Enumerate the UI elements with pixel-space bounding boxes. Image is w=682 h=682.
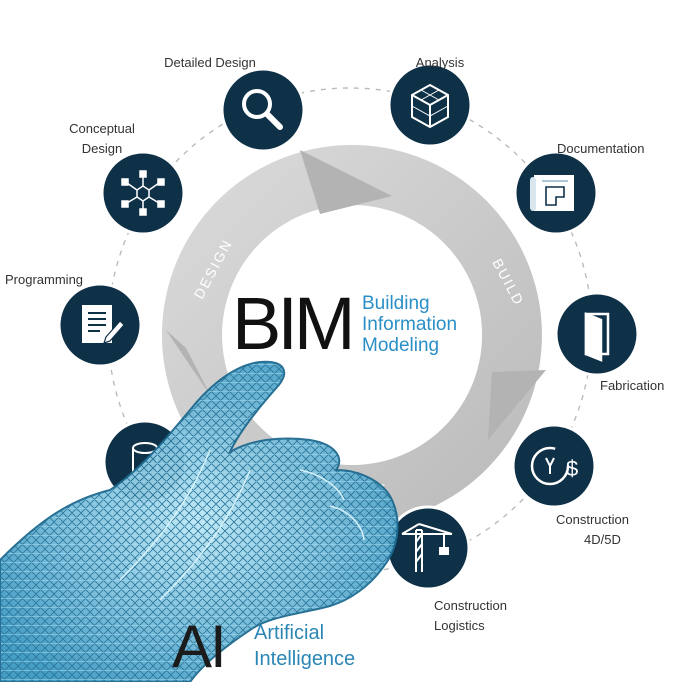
door-icon <box>584 312 610 362</box>
stage-label-construction-logistics: Construction Logistics <box>434 598 507 633</box>
stage-icon-fabrication[interactable] <box>554 291 640 377</box>
stage-icon-detailed-design[interactable] <box>220 67 306 153</box>
bim-title: BIM <box>232 282 356 365</box>
stage-label-analysis: Analysis <box>415 55 465 70</box>
stage-label-detailed-design: Detailed Design <box>164 55 256 70</box>
network-hub-icon <box>121 170 165 216</box>
stage-icon-documentation[interactable] <box>513 150 599 236</box>
blueprint-icon <box>530 175 574 211</box>
ai-subtitle: Artificial Intelligence <box>254 622 356 670</box>
stage-icon-analysis[interactable] <box>387 62 473 148</box>
stage-label-conceptual-design: Conceptual Design <box>69 121 135 156</box>
ring-arrow-top-head <box>300 150 392 214</box>
stage-label-construction-4d5d: Construction 4D/5D <box>556 512 629 547</box>
magnifier-icon <box>242 89 283 130</box>
stage-icon-conceptual-design[interactable] <box>100 150 186 236</box>
svg-text:$: $ <box>566 456 578 481</box>
wireframe-cube-icon <box>411 83 449 129</box>
stage-label-programming: Programming <box>5 272 84 287</box>
ring-arrow-right-head <box>488 370 546 440</box>
bim-subtitle: Building Information Modeling <box>362 293 458 356</box>
lifecycle-ring <box>161 145 542 525</box>
ai-title: AI <box>172 613 227 680</box>
ring-arrow-left-head <box>166 330 212 398</box>
document-pen-icon <box>82 305 125 344</box>
stage-icon-construction-logistics[interactable] <box>385 505 471 591</box>
ai-caption: AI Artificial Intelligence <box>172 612 412 682</box>
tower-crane-icon <box>401 523 453 572</box>
stage-label-fabrication: Fabrication <box>600 378 665 393</box>
bim-center-title: BIM Building Information Modeling <box>232 285 492 375</box>
stage-icon-construction-4d5d[interactable]: $ <box>511 423 597 509</box>
clock-dollar-icon: $ <box>530 446 578 486</box>
stage-icon-programming[interactable] <box>57 282 143 368</box>
wireframe-hand-illustration <box>0 360 399 682</box>
stage-label-documentation: Documentation <box>557 141 645 156</box>
